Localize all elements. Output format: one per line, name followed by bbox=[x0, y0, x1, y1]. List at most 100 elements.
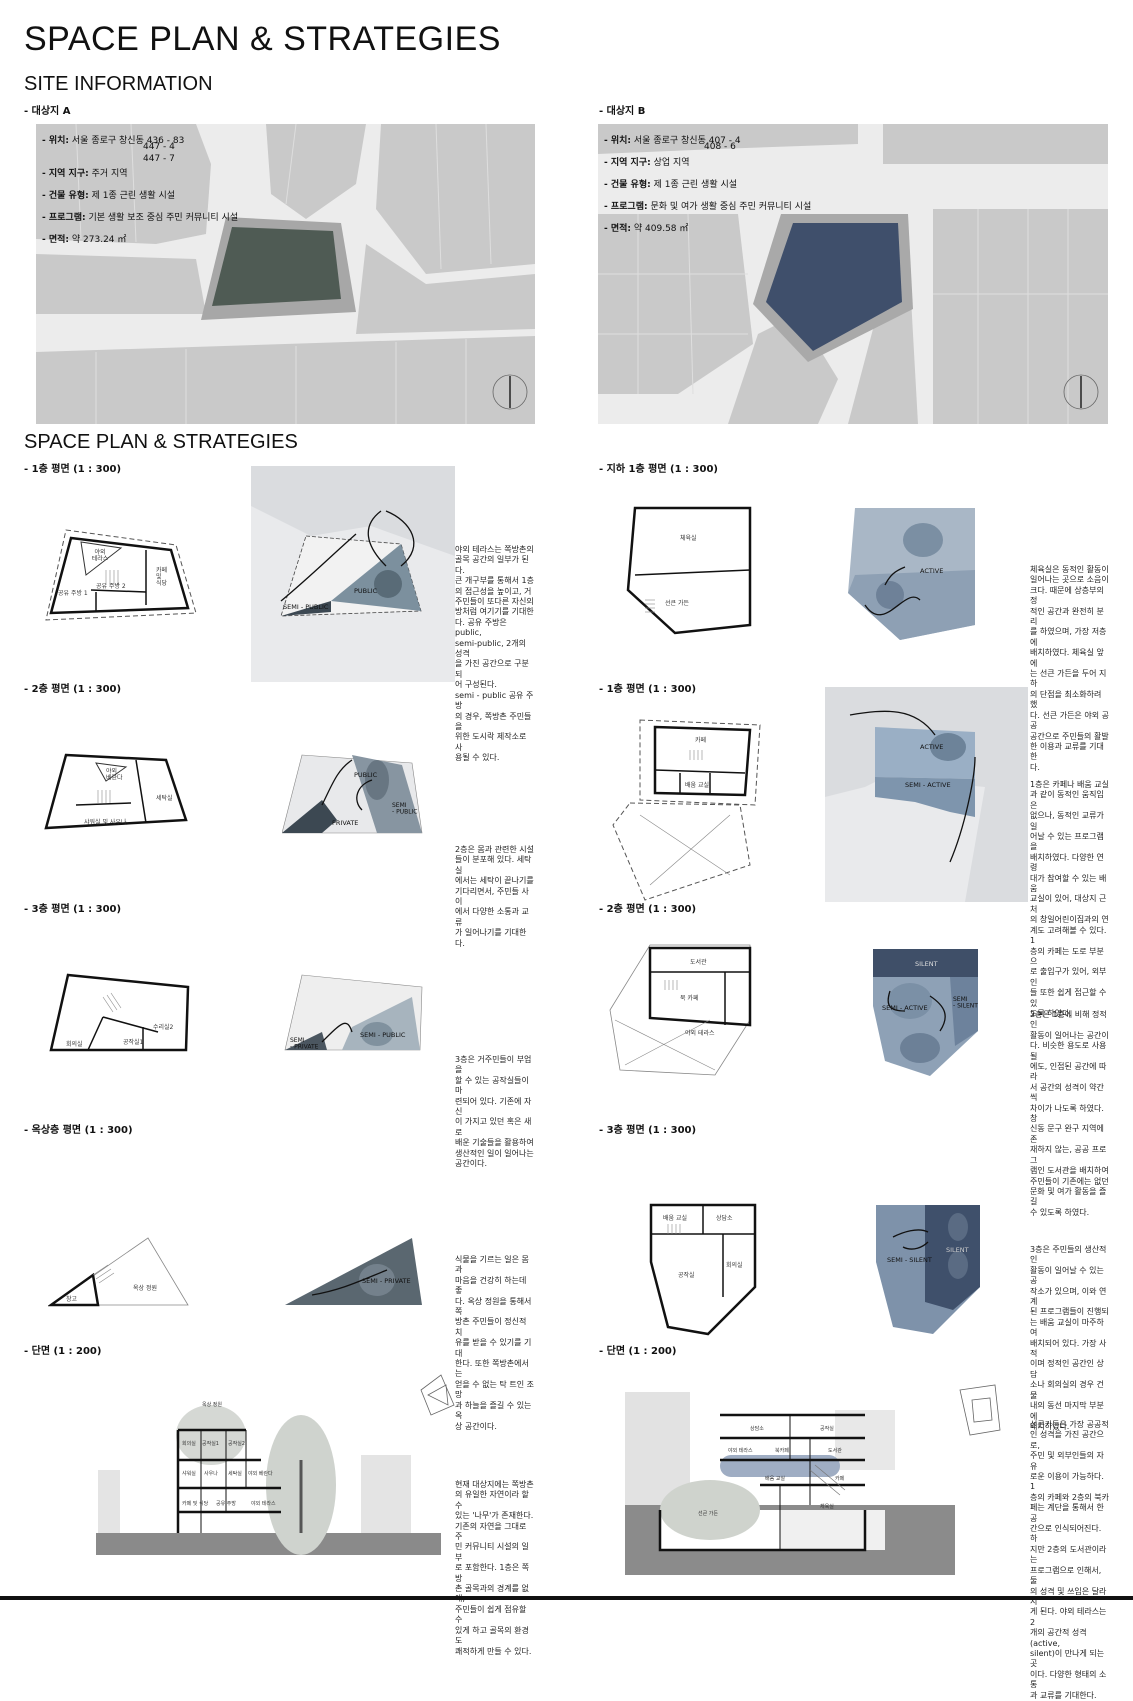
right-f3-plan: 배움 교실 상담소 회의실 공작실 bbox=[649, 1203, 757, 1336]
site-a-location-key: - 위치: bbox=[42, 136, 70, 146]
zone-label: PUBLIC bbox=[354, 587, 378, 595]
right-f1-zone-diagram: ACTIVE SEMI - ACTIVE bbox=[825, 687, 1028, 902]
left-f2-text: 2층은 몸과 관련한 시설 들이 분포해 있다. 세탁실 에서는 세탁이 끝나기… bbox=[455, 845, 534, 948]
svg-text:SEMI- PRIVATE: SEMI- PRIVATE bbox=[290, 1037, 319, 1051]
left-roof-zone-diagram: SEMI - PRIVATE bbox=[285, 1238, 422, 1305]
site-a-zone: - 지역 지구: 주거 지역 bbox=[42, 169, 128, 179]
right-f3-text: 3층은 주민들의 생산적인 활동이 일어날 수 있는 공 작소가 있으며, 이와… bbox=[1030, 1245, 1109, 1431]
room-label: 야외 테라스 bbox=[251, 1500, 276, 1507]
zone-label: ACTIVE bbox=[920, 567, 943, 575]
room-label: 야외 테라스 bbox=[685, 1029, 715, 1037]
site-a-type: - 건물 유형: 제 1종 근린 생활 시설 bbox=[42, 191, 176, 201]
right-f1-plan: 카페 배움 교실 bbox=[612, 719, 761, 901]
left-f3-label: - 3층 평면 (1 : 300) bbox=[24, 904, 122, 915]
room-label: 배움 교실 bbox=[663, 1214, 687, 1222]
room-label: 사우나 bbox=[204, 1470, 218, 1477]
room-label: 카페 bbox=[695, 736, 706, 744]
room-label: 공작실1 bbox=[202, 1440, 219, 1447]
site-information-heading: SITE INFORMATION bbox=[24, 73, 213, 95]
right-f2-zone-diagram: SILENT SEMI - ACTIVE SEMI- SILENT bbox=[873, 949, 978, 1076]
zone-label: SILENT bbox=[915, 960, 938, 968]
room-label: 야외 베란다 bbox=[248, 1470, 273, 1477]
site-a-location-3: 447 - 7 bbox=[143, 154, 175, 164]
right-b1-label: - 지하 1층 평면 (1 : 300) bbox=[599, 464, 718, 475]
site-b-program: - 프로그램: 문화 및 여가 생활 중심 주민 커뮤니티 시설 bbox=[604, 202, 812, 212]
left-roof-label: - 옥상층 평면 (1 : 300) bbox=[24, 1125, 133, 1136]
room-label: 도서관 bbox=[828, 1447, 842, 1454]
zone-label: SILENT bbox=[946, 1246, 969, 1254]
right-f1-label: - 1층 평면 (1 : 300) bbox=[599, 684, 697, 695]
bottom-border bbox=[0, 1596, 1133, 1600]
room-label: 공작실 bbox=[820, 1425, 834, 1432]
room-label: 세탁실 bbox=[228, 1470, 242, 1477]
left-section-drawing: 옥상 정원 회의실 공작실1 공작실2 샤워실 사우나 세탁실 야외 베란다 카… bbox=[96, 1374, 455, 1555]
left-f1-zone-diagram: SEMI - PUBLIC PUBLIC bbox=[251, 466, 455, 682]
zone-label: PRIVATE bbox=[332, 819, 358, 827]
left-section-label: - 단면 (1 : 200) bbox=[24, 1346, 102, 1357]
site-b-area: - 면적: 약 409.58 ㎡ bbox=[604, 224, 689, 234]
right-f2-text: 2층은 1층에 비해 정적인 활동이 일어나는 공간이 다. 비슷한 용도로 사… bbox=[1030, 1010, 1109, 1217]
site-b-map bbox=[598, 124, 1108, 424]
left-f2-zone-diagram: PUBLIC SEMI- PUBLIC PRIVATE bbox=[282, 754, 423, 834]
room-label: 카페 및 식당 bbox=[182, 1500, 209, 1507]
zone-label: ACTIVE bbox=[920, 743, 943, 751]
right-b1-zone-diagram: ACTIVE bbox=[848, 508, 975, 640]
right-f3-zone-diagram: SEMI - SILENT SILENT bbox=[876, 1205, 980, 1334]
room-label: 공유 주방 bbox=[216, 1500, 236, 1507]
room-label: 공유 주방 1 bbox=[58, 589, 88, 597]
room-label: 배움 교실 bbox=[765, 1475, 785, 1482]
room-label: 배움 교실 bbox=[685, 781, 709, 789]
right-f2-label: - 2층 평면 (1 : 300) bbox=[599, 904, 697, 915]
left-f1-label: - 1층 평면 (1 : 300) bbox=[24, 464, 122, 475]
room-label: 회의실 bbox=[182, 1440, 196, 1447]
room-label: 회의실 bbox=[66, 1040, 83, 1048]
room-label: 옥상 정원 bbox=[202, 1401, 222, 1408]
site-b-zone: - 지역 지구: 상업 지역 bbox=[604, 158, 690, 168]
site-a-label: - 대상지 A bbox=[24, 106, 71, 117]
zone-label: PUBLIC bbox=[354, 771, 378, 779]
strategy-heading: SPACE PLAN & STRATEGIES bbox=[24, 431, 298, 453]
site-b-info: - 위치: 서울 종로구 창신동 407 - 4 bbox=[604, 130, 741, 152]
right-b1-text: 체육실은 동적인 활동이 일어나는 곳으로 소음이 크다. 때문에 상층부의 정… bbox=[1030, 565, 1109, 772]
room-label: 선큰 가든 bbox=[698, 1510, 718, 1517]
right-section-drawing: 상담소 공작실 야외 테라스 북카페 도서관 배움 교실 카페 체육실 선큰 가… bbox=[625, 1384, 1001, 1575]
right-section-text: 선큰가든은 가장 공공적 인 성격을 가진 공간으로, 주민 및 외부인들의 자… bbox=[1030, 1420, 1109, 1700]
site-b-type: - 건물 유형: 제 1종 근린 생활 시설 bbox=[604, 180, 738, 190]
room-label: 북카페 bbox=[775, 1447, 789, 1454]
site-a-location-2: 447 - 4 bbox=[143, 142, 175, 152]
svg-text:SEMI- SILENT: SEMI- SILENT bbox=[953, 996, 978, 1010]
room-label: 선큰 가든 bbox=[665, 599, 689, 607]
room-label: 세탁실 bbox=[156, 794, 173, 802]
room-label: 샤워실 bbox=[182, 1470, 196, 1477]
right-f1-text: 1층은 카페나 배움 교실 과 같이 동적인 움직임은 없으나, 동적인 교류가… bbox=[1030, 780, 1109, 1018]
page-title: SPACE PLAN & STRATEGIES bbox=[24, 20, 501, 58]
right-section-label: - 단면 (1 : 200) bbox=[599, 1346, 677, 1357]
room-label: 상담소 bbox=[716, 1214, 733, 1222]
zone-label: SEMI - SILENT bbox=[887, 1256, 932, 1264]
zone-label: SEMI - ACTIVE bbox=[905, 781, 951, 789]
right-f3-label: - 3층 평면 (1 : 300) bbox=[599, 1125, 697, 1136]
site-a-location: 서울 종로구 창신동 436 - 83 bbox=[71, 136, 185, 146]
right-b1-plan: 체육실 선큰 가든 bbox=[626, 506, 752, 635]
room-label: 창고 bbox=[66, 1295, 78, 1303]
left-f2-label: - 2층 평면 (1 : 300) bbox=[24, 684, 122, 695]
room-label: 옥상 정원 bbox=[133, 1284, 157, 1292]
left-f3-zone-diagram: SEMI- PRIVATE SEMI - PUBLIC bbox=[284, 974, 423, 1051]
zone-label: SEMI - PUBLIC bbox=[360, 1031, 406, 1039]
zone-label: SEMI - ACTIVE bbox=[882, 1004, 928, 1012]
zone-label: SEMI- SILENT bbox=[953, 996, 978, 1010]
site-a-info: - 위치: 서울 종로구 창신동 436 - 83 bbox=[42, 130, 184, 152]
right-f2-plan: 도서관 북 카페 야외 테라스 bbox=[609, 944, 752, 1076]
site-b-location-key: - 위치: bbox=[604, 136, 632, 146]
left-f3-text: 3층은 거주민들이 부업을 할 수 있는 공작실들이 마 련되어 있다. 기존에… bbox=[455, 1055, 534, 1169]
left-f3-plan: 수리실2 공작실1 회의실 bbox=[49, 973, 190, 1052]
room-label: 체육실 bbox=[680, 534, 697, 542]
site-b-location-2: 408 - 6 bbox=[704, 142, 736, 152]
room-label: 카페 bbox=[835, 1475, 845, 1482]
